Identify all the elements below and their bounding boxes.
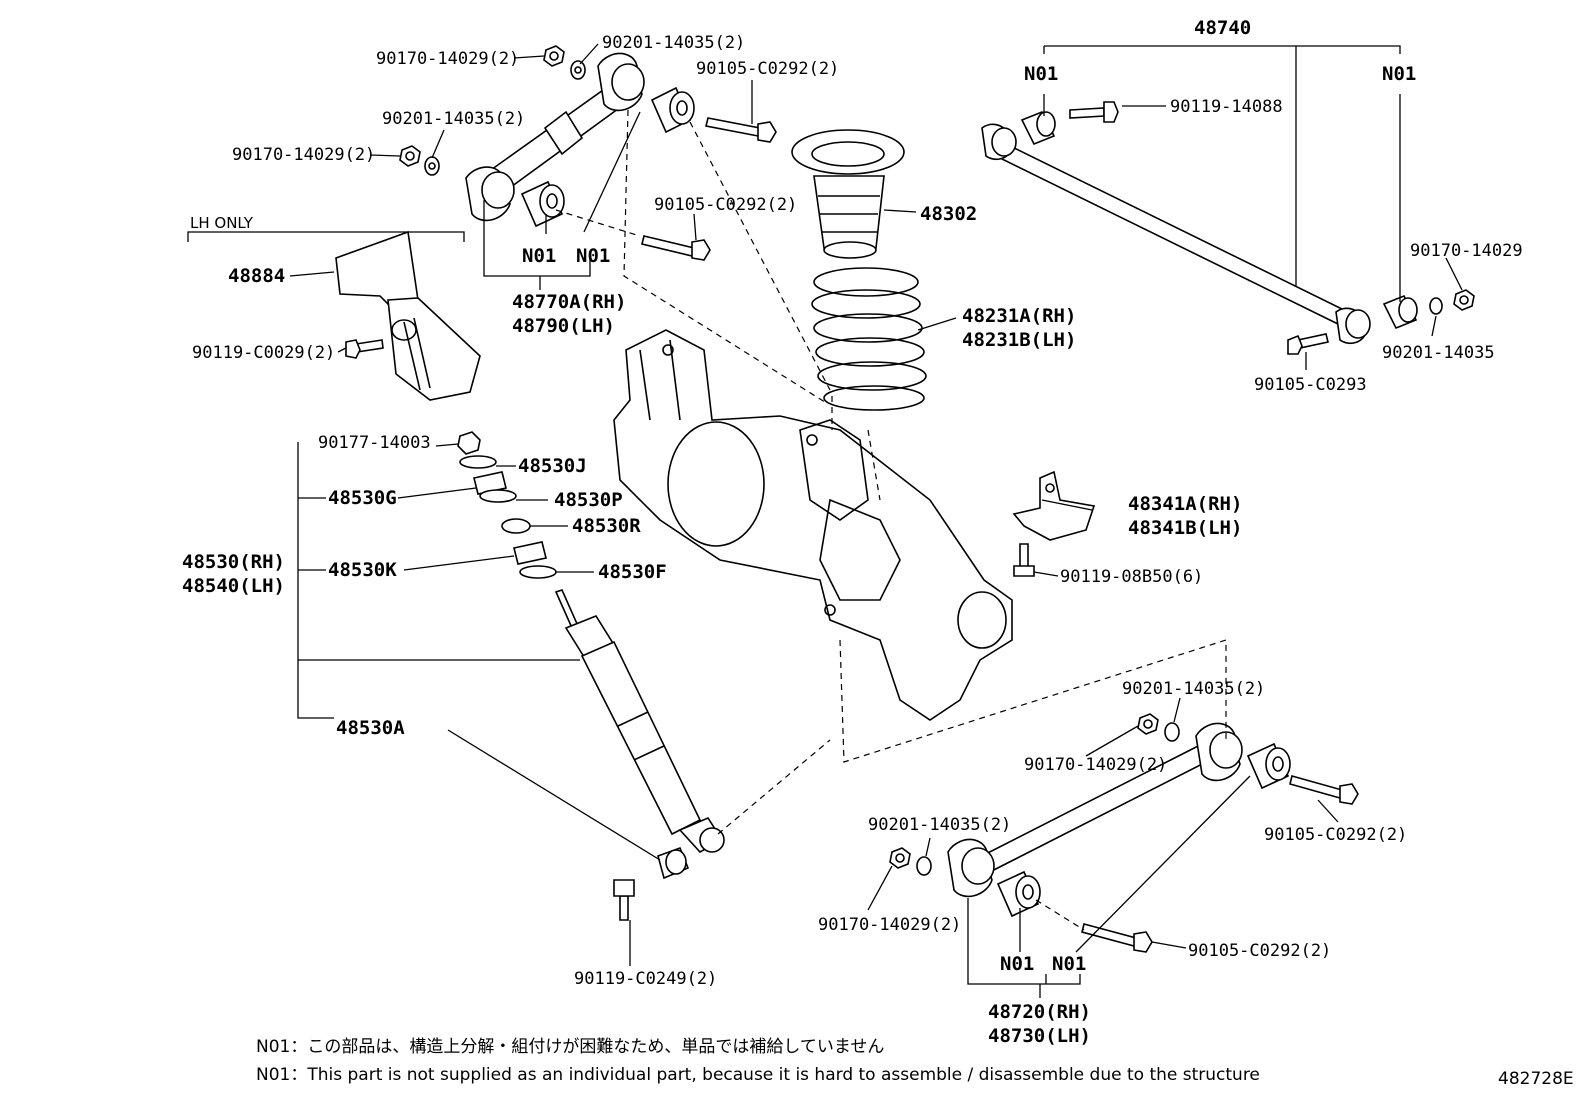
label-90119-c0249: 90119-C0249(2): [574, 969, 717, 989]
label-lh-only: LH ONLY: [190, 214, 254, 232]
nut-icon[interactable]: [889, 847, 911, 869]
label-48740: 48740: [1194, 17, 1251, 39]
cushion-icon[interactable]: [513, 541, 547, 565]
bushing-n01-b[interactable]: [650, 86, 695, 134]
assembly-lines: [555, 109, 1227, 931]
label-n01-a: N01: [522, 245, 556, 267]
footnote-english: N01：This part is not supplied as an indi…: [256, 1065, 1260, 1085]
bushing-n01-a[interactable]: [520, 180, 565, 228]
bolt-icon[interactable]: [345, 339, 384, 359]
label-48730: 48730(LH): [988, 1025, 1091, 1047]
footnote-japanese: N01：この部品は、構造上分解・組付けが困難なため、単品では補給していません: [256, 1037, 884, 1057]
label-n01-c: N01: [1024, 63, 1058, 85]
label-48530f: 48530F: [598, 561, 667, 583]
label-90170-14029-a: 90170-14029(2): [376, 49, 519, 69]
washer-icon[interactable]: [424, 156, 440, 176]
bolt-icon[interactable]: [613, 879, 635, 921]
bolt-icon[interactable]: [641, 235, 711, 261]
bushing-icon[interactable]: [657, 846, 690, 880]
bolt-icon[interactable]: [1069, 101, 1119, 123]
bracket-48341[interactable]: [1012, 470, 1096, 541]
shock-absorber-48530[interactable]: [554, 589, 725, 854]
label-90201-14035-d: 90201-14035(2): [1122, 679, 1265, 699]
bushing-n01-d[interactable]: [1382, 294, 1418, 330]
label-90177-14003: 90177-14003: [318, 433, 431, 453]
label-90105-c0293: 90105-C0293: [1254, 375, 1367, 395]
label-90170-14029-e: 90170-14029(2): [818, 915, 961, 935]
washer-icon[interactable]: [916, 856, 932, 876]
washer-icon[interactable]: [479, 489, 517, 503]
coil-spring-48231[interactable]: [811, 267, 927, 411]
nut-icon[interactable]: [543, 45, 565, 67]
label-90201-14035-c: 90201-14035: [1382, 343, 1495, 363]
label-90170-14029-b: 90170-14029(2): [232, 145, 375, 165]
label-48530a: 48530A: [336, 717, 405, 739]
label-48341b: 48341B(LH): [1128, 517, 1242, 539]
label-90105-c0292-d: 90105-C0292(2): [1264, 825, 1407, 845]
label-48790: 48790(LH): [512, 315, 615, 337]
label-48530j: 48530J: [518, 455, 587, 477]
nut-icon[interactable]: [1137, 713, 1159, 735]
nut-icon[interactable]: [399, 145, 421, 167]
bump-stopper-48302[interactable]: [791, 129, 905, 259]
nut-icon[interactable]: [1453, 289, 1475, 311]
nut-icon[interactable]: [457, 431, 481, 455]
washer-icon[interactable]: [1429, 297, 1443, 315]
label-48720: 48720(RH): [988, 1001, 1091, 1023]
label-48530p: 48530P: [554, 489, 623, 511]
label-90201-14035-b: 90201-14035(2): [382, 109, 525, 129]
label-48530g: 48530G: [328, 487, 397, 509]
washer-icon[interactable]: [570, 60, 586, 80]
label-90105-c0292-a: 90105-C0292(2): [696, 59, 839, 79]
label-48341a: 48341A(RH): [1128, 493, 1242, 515]
label-48540lh: 48540(LH): [182, 575, 285, 597]
label-48770a: 48770A(RH): [512, 291, 626, 313]
label-n01-d: N01: [1382, 63, 1416, 85]
bolt-icon[interactable]: [1289, 775, 1359, 805]
upper-control-arm[interactable]: [465, 52, 645, 222]
lower-control-arm[interactable]: [947, 722, 1243, 898]
label-48231a: 48231A(RH): [962, 305, 1076, 327]
bushing-n01-e[interactable]: [996, 870, 1041, 918]
bushing-n01-c[interactable]: [1020, 110, 1056, 146]
leader-lines: [187, 43, 1463, 998]
label-90119-08b50: 90119-08B50(6): [1060, 567, 1203, 587]
label-90201-14035-e: 90201-14035(2): [868, 815, 1011, 835]
label-48530rh: 48530(RH): [182, 551, 285, 573]
bushing-n01-f[interactable]: [1246, 742, 1291, 790]
bolt-icon[interactable]: [1013, 543, 1035, 577]
label-48530k: 48530K: [328, 559, 397, 581]
label-90119-c0029: 90119-C0029(2): [192, 343, 335, 363]
washer-icon[interactable]: [1164, 722, 1180, 742]
label-90170-14029-c: 90170-14029: [1410, 241, 1523, 261]
label-n01-e: N01: [1000, 953, 1034, 975]
bolt-icon[interactable]: [1081, 923, 1153, 953]
label-90105-c0292-b: 90105-C0292(2): [654, 195, 797, 215]
bolt-icon[interactable]: [705, 117, 777, 143]
bolt-icon[interactable]: [1287, 333, 1329, 355]
footnotes: N01：この部品は、構造上分解・組付けが困難なため、単品では補給していません N…: [256, 1037, 1574, 1089]
label-n01-f: N01: [1052, 953, 1086, 975]
washer-icon[interactable]: [459, 455, 497, 469]
label-90201-14035-a: 90201-14035(2): [602, 33, 745, 53]
label-90119-14088: 90119-14088: [1170, 97, 1283, 117]
label-n01-b: N01: [576, 245, 610, 267]
label-48302: 48302: [920, 203, 977, 225]
label-48884: 48884: [228, 265, 285, 287]
rear-axle-housing[interactable]: [613, 329, 1013, 721]
label-90105-c0292-e: 90105-C0292(2): [1188, 941, 1331, 961]
washer-icon[interactable]: [519, 565, 557, 579]
lateral-rod-48740[interactable]: [981, 123, 1371, 345]
retainer-icon[interactable]: [501, 518, 531, 534]
bracket-48884[interactable]: [335, 230, 481, 401]
label-48530r: 48530R: [572, 515, 641, 537]
cushion-icon[interactable]: [473, 471, 507, 495]
part-labels: 90170-14029(2) 90201-14035(2) 90201-1403…: [182, 17, 1523, 1047]
label-48231b: 48231B(LH): [962, 329, 1076, 351]
diagram-id: 482728E: [1498, 1069, 1574, 1089]
label-90170-14029-d: 90170-14029(2): [1024, 755, 1167, 775]
